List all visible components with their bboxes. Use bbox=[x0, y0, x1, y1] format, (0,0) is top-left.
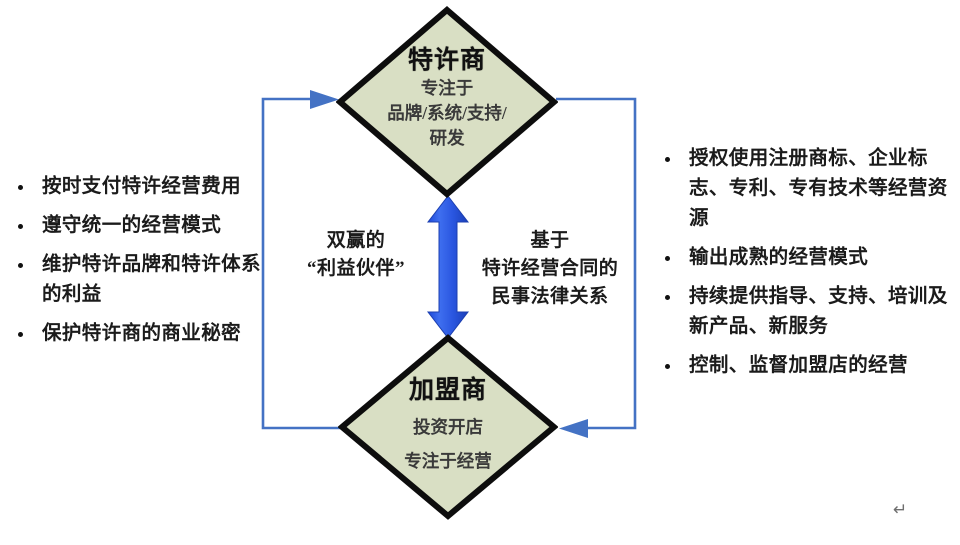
return-icon: ↵ bbox=[893, 500, 908, 520]
caption-legal-relation: 基于 特许经营合同的 民事法律关系 bbox=[459, 227, 641, 311]
right-obligations-list: 授权使用注册商标、企业标志、专利、专有技术等经营资源 输出成熟的经营模式 持续提… bbox=[655, 144, 955, 390]
list-item: 输出成熟的经营模式 bbox=[655, 243, 955, 273]
node-franchisee[interactable]: 加盟商 投资开店 专注于经营 bbox=[338, 334, 558, 520]
left-obligations-list: 按时支付特许经营费用 遵守统一的经营模式 维护特许品牌和特许体系的利益 保护特许… bbox=[8, 172, 270, 358]
arrow-right-icon bbox=[310, 90, 339, 109]
arrow-left-icon bbox=[559, 419, 588, 438]
list-item: 保护特许商的商业秘密 bbox=[8, 319, 270, 349]
caption-legal-relation-line-3: 民事法律关系 bbox=[491, 286, 609, 307]
list-item: 授权使用注册商标、企业标志、专利、专有技术等经营资源 bbox=[655, 144, 955, 234]
caption-legal-relation-line-2: 特许经营合同的 bbox=[481, 258, 619, 279]
caption-win-win-line-2: “利益伙伴” bbox=[306, 258, 405, 279]
list-item: 控制、监督加盟店的经营 bbox=[655, 351, 955, 381]
list-item: 按时支付特许经营费用 bbox=[8, 172, 270, 202]
node-franchisor[interactable]: 特许商 专注于 品牌/系统/支持/ 研发 bbox=[336, 6, 558, 198]
list-item: 遵守统一的经营模式 bbox=[8, 211, 270, 241]
list-item: 持续提供指导、支持、培训及新产品、新服务 bbox=[655, 282, 955, 342]
list-item: 维护特许品牌和特许体系的利益 bbox=[8, 250, 270, 310]
caption-win-win: 双赢的 “利益伙伴” bbox=[281, 227, 431, 283]
diamond-shape-franchisee bbox=[338, 334, 558, 520]
caption-win-win-line-1: 双赢的 bbox=[326, 230, 386, 251]
caption-legal-relation-line-1: 基于 bbox=[530, 230, 570, 251]
diamond-shape-franchisor bbox=[336, 6, 558, 198]
